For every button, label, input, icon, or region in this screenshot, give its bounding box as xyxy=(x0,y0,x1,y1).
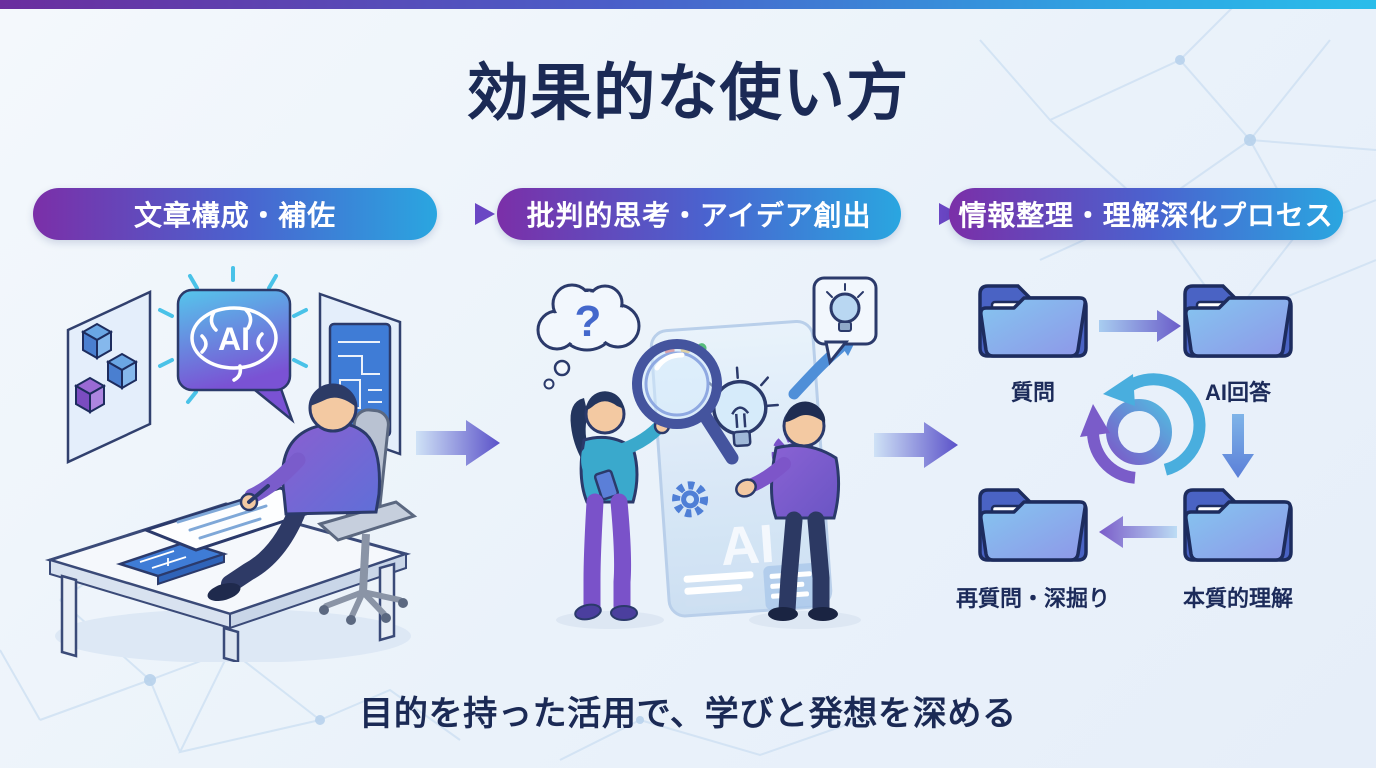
cycle-label-ai-answer: AI回答 xyxy=(1205,380,1272,405)
arrow-left-icon xyxy=(1099,516,1177,548)
woman-figure xyxy=(570,391,671,621)
seated-person xyxy=(207,383,381,602)
analysis-scene-illustration: AI ? xyxy=(536,276,878,629)
idea-speech-bubble-icon xyxy=(812,276,878,366)
ai-label: AI xyxy=(218,321,250,357)
folder-icon-ai-answer xyxy=(1183,284,1293,358)
stage-pill-organize-process: 情報整理・理解深化プロセス xyxy=(949,188,1343,240)
bubble-rays xyxy=(158,266,308,404)
page-title: 効果的な使い方 xyxy=(466,59,910,128)
cubes-panel-icon xyxy=(66,290,152,464)
arrow-right-icon xyxy=(1099,310,1181,342)
question-mark: ? xyxy=(575,297,602,346)
cycle-label-requestion: 再質問・深掘り xyxy=(956,586,1110,611)
stage-pill-critical-thinking-label: 批判的思考・アイデア創出 xyxy=(526,200,872,231)
folder-icon-requestion xyxy=(978,488,1088,562)
pill-arrow-icon xyxy=(439,203,495,225)
question-thought-bubble-icon: ? xyxy=(536,283,641,390)
gear-icon xyxy=(672,481,709,518)
cycle-diagram: 質問 AI回答 本質的理解 再質問・深掘り xyxy=(956,284,1293,611)
cycle-label-understanding: 本質的理解 xyxy=(1183,586,1293,611)
slide-caption: 目的を持った活用で、学びと発想を深める xyxy=(359,695,1017,733)
man-figure xyxy=(735,401,841,621)
folder-icon-understanding xyxy=(1183,488,1293,562)
floor-shadow xyxy=(556,611,664,629)
stage-pill-organize-process-label: 情報整理・理解深化プロセス xyxy=(958,200,1334,231)
stage-pill-writing: 文章構成・補佐 xyxy=(33,188,437,240)
writing-scene-illustration: AI xyxy=(44,266,418,662)
top-accent-bar xyxy=(0,0,1376,9)
stage-pill-writing-label: 文章構成・補佐 xyxy=(134,200,336,231)
flow-arrow-icon xyxy=(416,420,500,466)
floor-shadow xyxy=(749,611,861,629)
ai-brain-speech-bubble-icon: AI xyxy=(176,288,295,424)
cycle-refresh-icon xyxy=(1080,373,1206,484)
folder-icon-question xyxy=(978,284,1088,358)
arrow-down-icon xyxy=(1222,414,1254,478)
cycle-label-question: 質問 xyxy=(1011,380,1055,405)
magnifier-icon xyxy=(632,339,739,465)
stage-pill-critical-thinking: 批判的思考・アイデア創出 xyxy=(497,188,901,240)
flow-arrow-icon xyxy=(874,422,958,468)
